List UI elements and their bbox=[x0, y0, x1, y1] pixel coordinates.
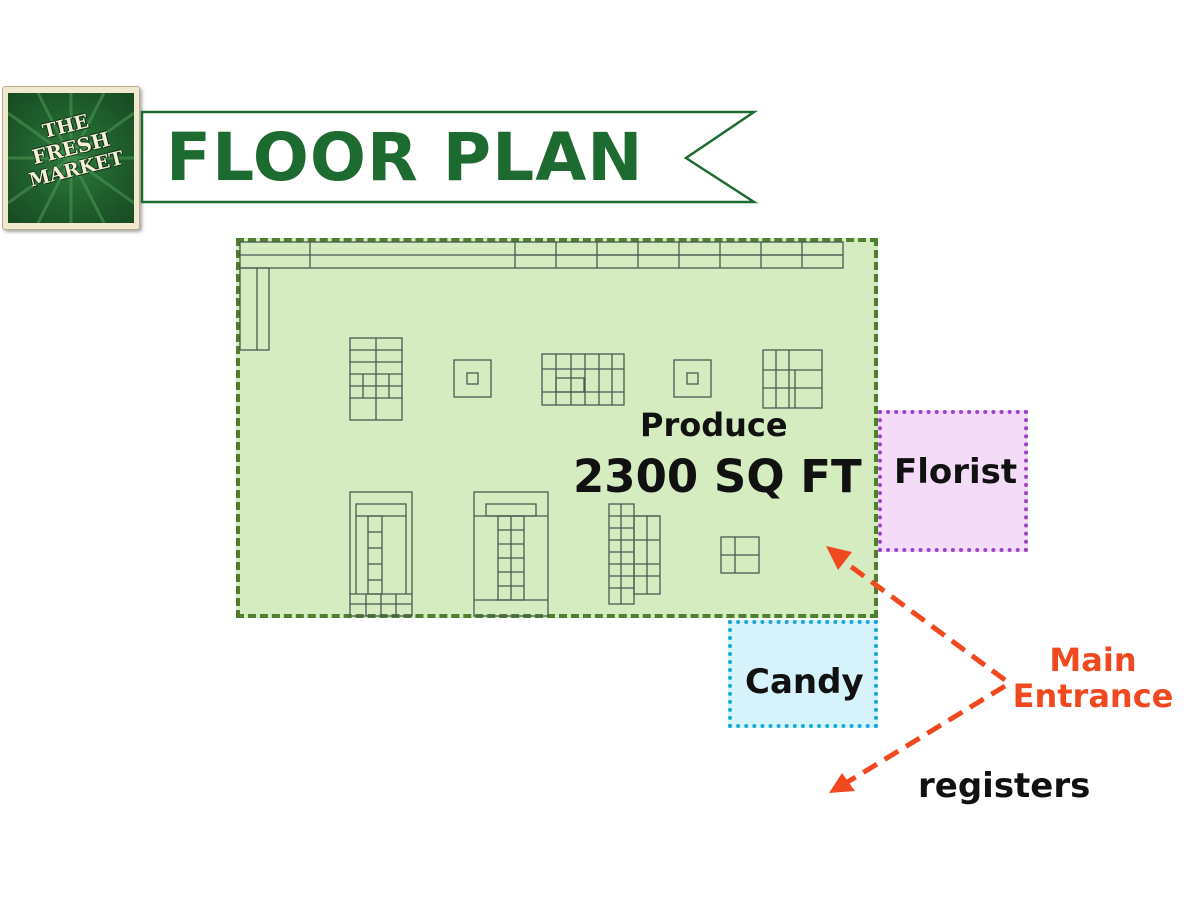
wall-shelving-top bbox=[239, 241, 844, 269]
display-table-1 bbox=[349, 337, 403, 421]
display-table-3 bbox=[762, 349, 823, 409]
logo-badge: THE FRESH MARKET bbox=[8, 93, 134, 223]
produce-zone bbox=[236, 238, 878, 618]
display-square-3 bbox=[720, 536, 760, 574]
arrowhead-produce bbox=[826, 546, 852, 570]
fresh-market-logo: THE FRESH MARKET bbox=[2, 86, 140, 230]
registers-label: registers bbox=[918, 766, 1091, 806]
long-table-1 bbox=[349, 491, 413, 617]
arrow-to-produce bbox=[840, 557, 1007, 683]
wall-shelving-left bbox=[239, 267, 270, 351]
florist-label: Florist bbox=[894, 452, 1018, 492]
display-square-2 bbox=[673, 359, 712, 398]
logo-sunburst bbox=[8, 93, 134, 223]
arrow-to-registers bbox=[844, 683, 1007, 786]
display-table-4 bbox=[608, 503, 661, 605]
florist-zone bbox=[878, 410, 1028, 552]
long-table-2 bbox=[473, 491, 549, 617]
produce-area-label: 2300 SQ FT bbox=[573, 450, 862, 503]
title-banner bbox=[140, 110, 759, 204]
candy-zone bbox=[728, 620, 878, 728]
main-entrance-label: Main Entrance bbox=[1012, 641, 1174, 715]
produce-label: Produce bbox=[640, 406, 788, 444]
display-square-1 bbox=[453, 359, 492, 398]
page-title: FLOOR PLAN bbox=[166, 119, 644, 196]
display-table-2 bbox=[541, 353, 625, 406]
arrowhead-registers bbox=[829, 773, 855, 793]
candy-label: Candy bbox=[745, 662, 864, 702]
